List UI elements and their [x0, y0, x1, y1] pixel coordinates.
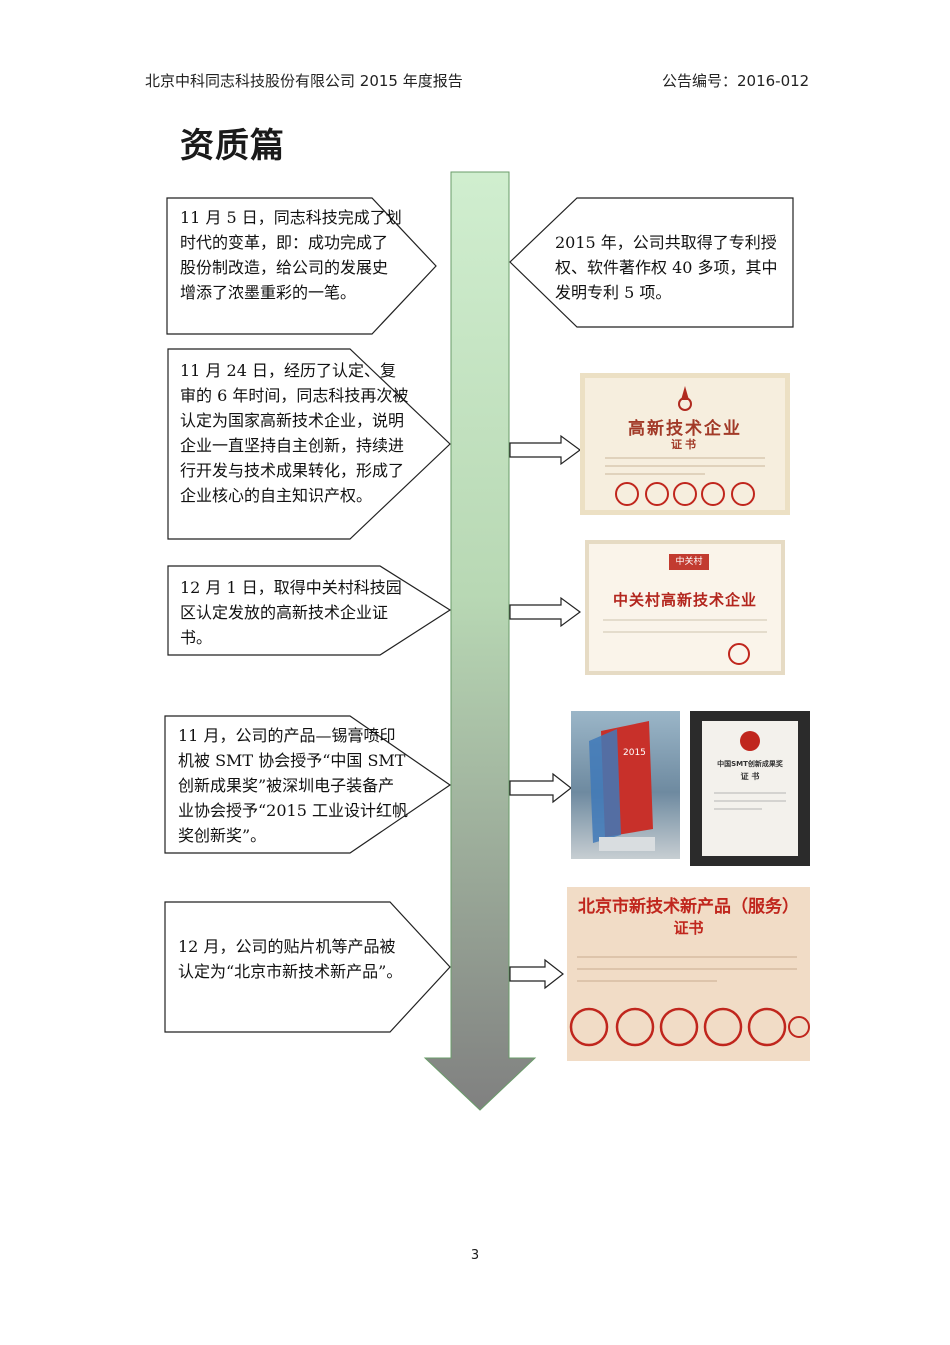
event-text-1: 11 月 5 日，同志科技完成了划时代的变革，即：成功完成了股份制改造，给公司的… [180, 208, 402, 302]
pointer-arrow-4 [509, 958, 564, 990]
callout-box-2 [509, 197, 794, 328]
award-emblem-icon [740, 731, 760, 751]
event-text-3: 11 月 24 日，经历了认定、复审的 6 年时间，同志科技再次被认定为国家高新… [180, 361, 409, 505]
event-text-5: 11 月，公司的产品—锡膏喷印机被 SMT 协会授予“中国 SMT 创新成果奖”… [178, 726, 408, 845]
high-tech-cert-subtitle: 证书 [671, 438, 699, 451]
callout-box-4 [167, 565, 452, 656]
event-text-6: 12 月，公司的贴片机等产品被认定为“北京市新技术新产品”。 [178, 937, 403, 981]
callout-box-6 [164, 901, 451, 1033]
pointer-arrow-2 [509, 596, 582, 628]
seal-icons [569, 956, 810, 1047]
callout-box-1 [166, 197, 437, 335]
pointer-arrow-1 [509, 434, 582, 466]
callout-box-3 [167, 348, 451, 540]
trophy-icon: 2015 [589, 721, 655, 851]
page-title: 资质篇 [180, 126, 285, 166]
beijing-cert-subtitle: 证书 [673, 919, 704, 937]
high-tech-cert-title: 高新技术企业 [628, 419, 742, 439]
pointer-arrow-3 [509, 772, 572, 804]
zgc-certificate-image: 中关村 中关村高新技术企业 [585, 540, 785, 675]
event-text-4: 12 月 1 日，取得中关村科技园区认定发放的高新技术企业证书。 [180, 578, 402, 647]
zgc-logo: 中关村 [669, 554, 709, 570]
smt-award-certificate-image: 中国SMT创新成果奖 证 书 [690, 711, 810, 866]
header-report-title: 北京中科同志科技股份有限公司 2015 年度报告 [145, 72, 463, 90]
page-number: 3 [470, 1248, 480, 1263]
smt-cert-subtitle: 证 书 [740, 772, 760, 781]
smt-cert-lines [714, 792, 786, 810]
timeline-arrow [423, 171, 537, 1111]
trophy-year-label: 2015 [623, 748, 646, 758]
cert-lines [603, 619, 767, 665]
zgc-cert-title: 中关村高新技术企业 [612, 591, 757, 609]
high-tech-certificate-image: 高新技术企业 证书 [580, 373, 790, 515]
smt-trophy-image: 2015 [571, 711, 680, 859]
event-text-2: 2015 年，公司共取得了专利授权、软件著作权 40 多项，其中发明专利 5 项… [555, 233, 778, 302]
emblem-icon [605, 386, 765, 506]
beijing-cert-title: 北京市新技术新产品（服务） [578, 897, 799, 917]
beijing-new-product-certificate-image: 北京市新技术新产品（服务） 证书 [567, 887, 810, 1061]
smt-cert-title: 中国SMT创新成果奖 [717, 760, 783, 768]
callout-box-5 [164, 715, 452, 854]
header-announcement-number: 公告编号：2016-012 [662, 72, 810, 90]
